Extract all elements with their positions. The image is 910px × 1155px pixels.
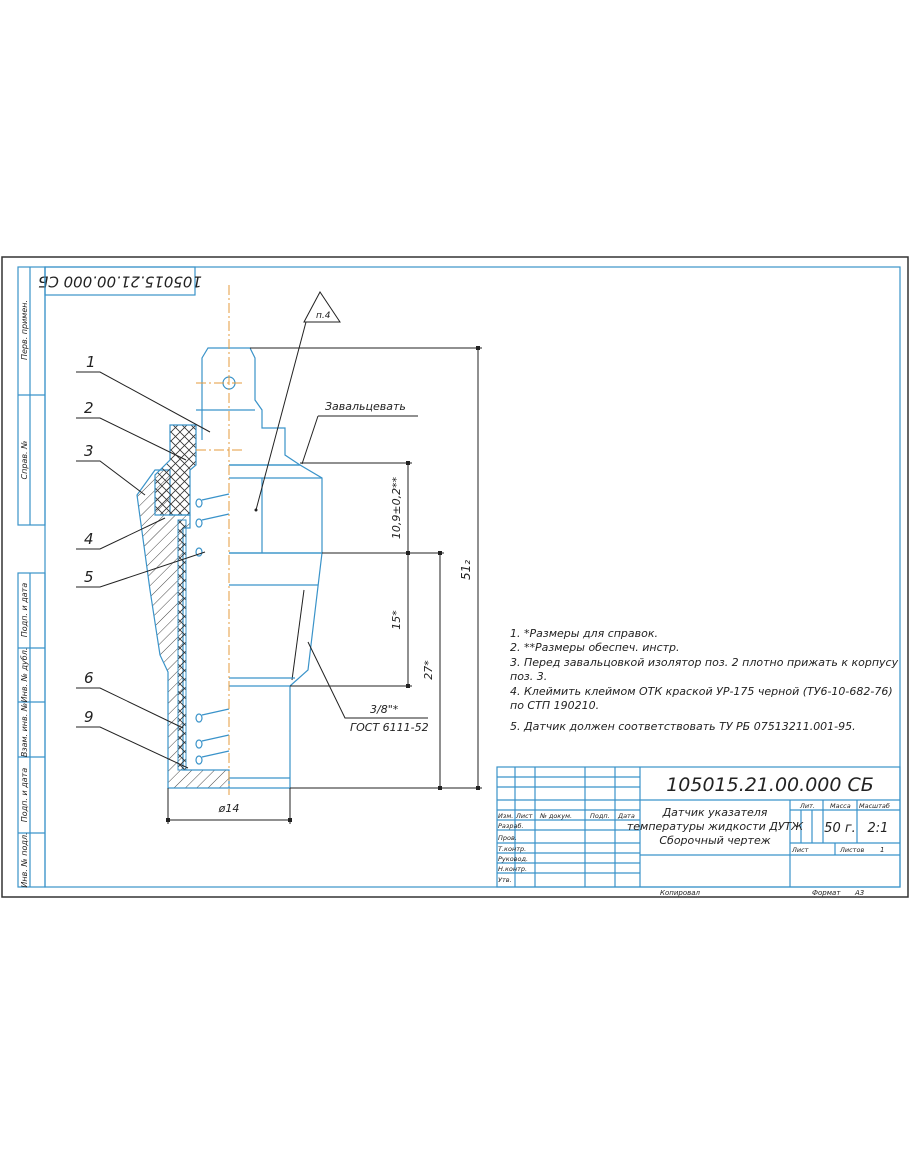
position-6: 6 [84,669,94,687]
note-line: 1. *Размеры для справок. [510,627,658,640]
roughness_mark: п.4 [316,311,331,321]
format-value: А3 [854,889,864,897]
margin-label: Инв. № дубл. [20,648,29,703]
position-9: 9 [84,708,94,726]
rotated-stamp: 105015.21.00.000 СБ [38,266,202,296]
position-5: 5 [84,568,94,586]
position-2: 2 [84,399,94,417]
dim-middle: 15* [390,610,403,630]
position-1: 1 [86,353,96,371]
title_block-col_headers-1: Лист [515,812,533,820]
title_block-col_headers-4: Дата [617,812,635,820]
note-line: 2. **Размеры обеспеч. инстр. [510,641,680,654]
dim-thread: 3/8"* [370,703,399,716]
title_block-sheets_label: Листов [839,846,864,854]
title_block-roles-3: Руковод. [498,855,528,863]
title_block-roles-5: Утв. [498,876,512,884]
title_block-roles-2: Т.контр. [498,845,526,853]
title_block-mass_label: Масса [830,802,851,810]
note-line: 5. Датчик должен соответствовать ТУ РБ 0… [510,720,856,733]
position-4: 4 [84,530,94,548]
margin-strip: Перв. примен. Справ. № Подп. и дата Инв.… [17,266,46,888]
product-name-line: Сборочный чертеж [659,834,770,847]
scale-value: 2:1 [868,821,889,836]
margin-label: Подп. и дата [20,768,29,823]
title_block-sheet_label: Лист [791,846,809,854]
sensor-section-view [136,285,323,795]
title_block-scale_label: Масштаб [859,802,890,810]
dim-thread-standard: ГОСТ 6111-52 [350,721,429,734]
position-3: 3 [84,442,94,460]
note-line: 3. Перед завальцовкой изолятор поз. 2 пл… [510,656,899,669]
rolling-note: Завальцевать [301,400,418,465]
roughness-mark: п.4 [254,291,341,512]
mass-value: 50 г. [824,821,856,836]
technical-notes: 1. *Размеры для справок. 2. **Размеры об… [510,627,899,733]
margin-label: Инв. № подл. [20,832,29,887]
title_block-roles-0: Разраб. [498,822,524,830]
position-leaders: 1 2 3 4 5 6 9 [76,353,211,769]
outer-frame [1,256,909,898]
title_block-col_headers-0: Изм. [498,812,513,820]
title_block-col_headers-2: № докум. [539,812,572,820]
margin-label: Справ. № [20,441,29,480]
rolling_note: Завальцевать [325,400,406,413]
dim-upper: 10,9±0,2** [390,476,403,539]
title_block-roles-4: Н.контр. [498,865,527,873]
title-block: 105015.21.00.000 СБ Датчик указателя тем… [496,766,901,897]
copied-label: Копировал [660,889,701,897]
dim-overall: 51₂ [459,560,473,580]
dim-diameter: ø14 [218,802,240,815]
margin-label: Перв. примен. [20,300,29,360]
dimensions: 51₂ 10,9±0,2** 15* 27* ø14 3/8"* ГОСТ 61… [166,346,482,824]
stamp_rotated: 105015.21.00.000 СБ [38,273,202,291]
title_block-roles-1: Пров. [498,834,517,842]
format-label: Формат [812,889,841,897]
margin-label: Подп. и дата [20,583,29,638]
sheets-value: 1 [880,846,884,854]
product-name-line: Датчик указателя [662,806,768,819]
note-line: по СТП 190210. [510,699,599,712]
product-name-line: температуры жидкости ДУТЖ [627,820,804,833]
title_block-lit_label: Лит. [799,802,815,810]
note-line: поз. 3. [510,670,547,683]
dim-lower: 27* [422,660,435,680]
note-line: 4. Клеймить клеймом ОТК краской УР-175 ч… [510,685,893,698]
title_block-col_headers-3: Подп. [590,812,610,820]
doc-number: 105015.21.00.000 СБ [666,774,874,796]
margin-label: Взам. инв. № [20,703,29,757]
